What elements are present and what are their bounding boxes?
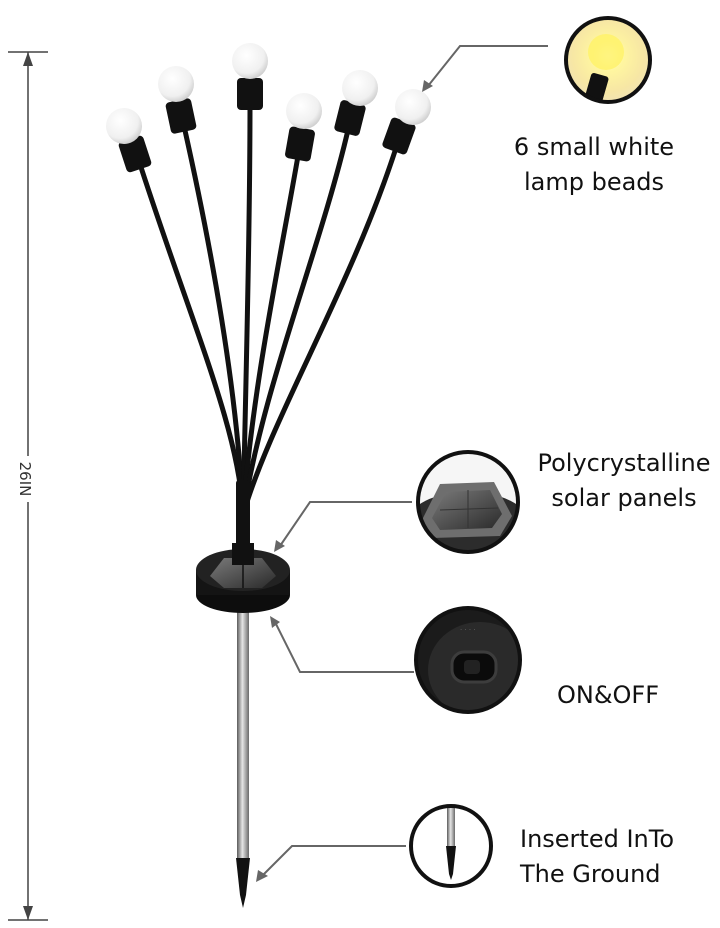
ground-stake (236, 605, 250, 908)
solar-panels-callout: Polycrystalline solar panels (528, 446, 720, 516)
lamp-bead (334, 70, 378, 136)
solar-panels-line1: Polycrystalline (537, 449, 711, 477)
lamp-bead (232, 43, 268, 110)
bead-detail-thumbnail (564, 16, 652, 104)
lamp-bead (285, 93, 322, 162)
callout-lines (256, 45, 548, 882)
lamp-beads-line1: 6 small white (513, 133, 675, 161)
height-label: 26IN (16, 456, 34, 502)
lamp-beads-line2: lamp beads (523, 168, 665, 196)
solar-housing (196, 543, 290, 613)
lamp-beads-callout: 6 small white lamp beads (496, 130, 692, 200)
switch-callout: ON&OFF (548, 678, 668, 713)
ground-stake-line1: Inserted InTo (520, 825, 675, 853)
solar-panels-line2: solar panels (551, 484, 697, 512)
svg-text:· · · ·: · · · · (460, 626, 476, 634)
switch-line1: ON&OFF (556, 681, 660, 709)
lamp-stems (135, 101, 399, 518)
ground-stake-line2: The Ground (520, 860, 661, 888)
stake-detail-thumbnail (409, 804, 493, 888)
lamp-bead (106, 108, 152, 173)
lamp-bead (158, 66, 197, 134)
ground-stake-callout: Inserted InTo The Ground (520, 822, 700, 892)
solar-detail-thumbnail (416, 450, 520, 554)
switch-detail-thumbnail: · · · · (414, 606, 522, 714)
lamp-beads (106, 43, 431, 173)
lamp-bead (382, 89, 431, 155)
center-stem (236, 480, 250, 550)
